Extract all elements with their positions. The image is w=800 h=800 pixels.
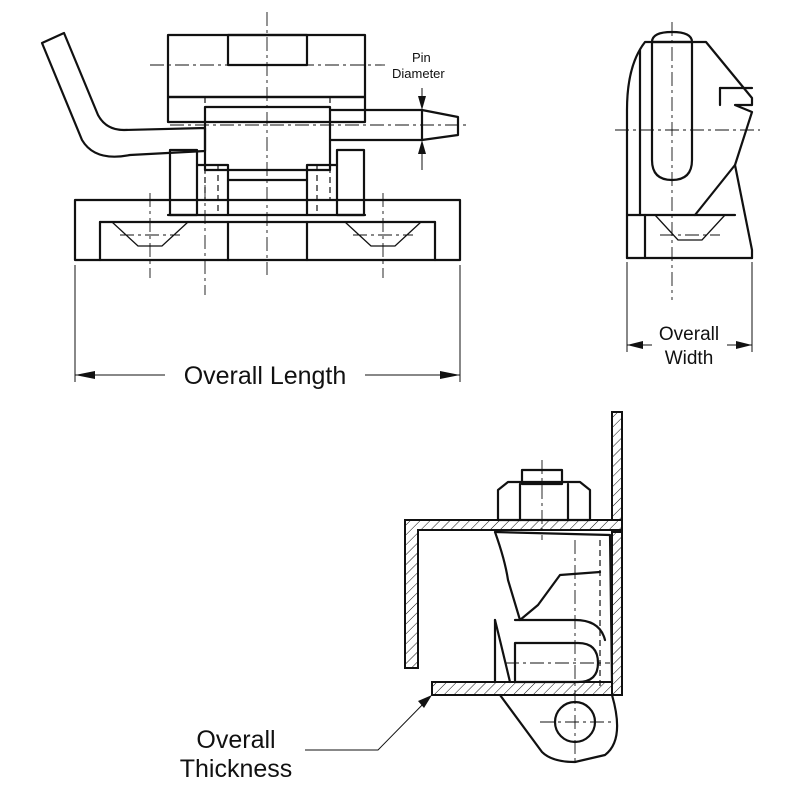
front-pin [40,31,460,158]
overall-length-label: Overall Length [184,362,347,390]
front-base-plate [73,198,462,262]
side-view: Overall Width [615,22,760,369]
front-center-lines [120,12,470,295]
pin-diameter-label-line2: Diameter [392,66,445,81]
hinge-ear [498,693,619,764]
front-hidden-lines [204,97,331,215]
overall-width-label-line1: Overall [659,324,719,345]
mounting-bracket-section [404,411,623,696]
side-body [625,40,754,260]
installed-view: Overall Thickness [180,411,623,783]
overall-width-dimension: Overall Width [626,262,753,369]
side-center-lines [615,22,760,300]
overall-width-label-line2: Width [665,348,714,369]
pin-diameter-dimension: Pin Diameter [392,50,445,170]
overall-thickness-leader: Overall Thickness [180,695,432,783]
clamp-body [493,530,614,684]
overall-length-dimension: Overall Length [74,265,461,390]
installed-hidden-center-lines [505,460,612,765]
overall-thickness-label-line2: Thickness [180,755,293,783]
overall-thickness-label-line1: Overall [196,726,275,754]
installed-pin [513,641,600,684]
side-base [625,213,754,260]
front-view: Overall Length Pin Diameter [40,12,470,390]
pin-diameter-label-line1: Pin [412,50,431,65]
hex-nut [496,468,592,522]
